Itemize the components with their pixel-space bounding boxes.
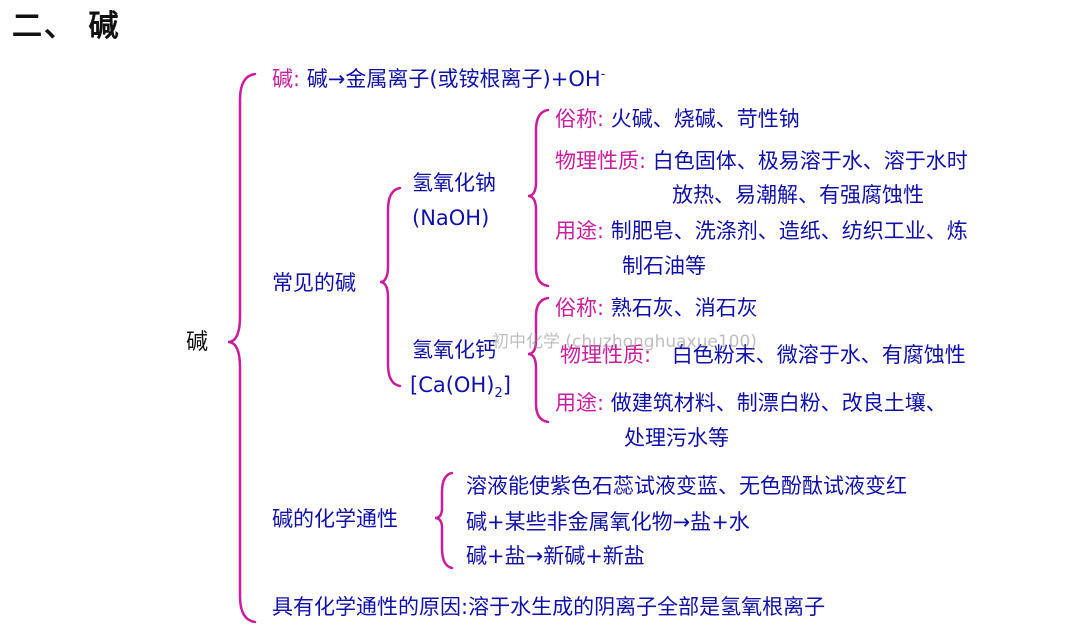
caoh2-common-name-row: 俗称: 熟石灰、消石灰	[555, 298, 758, 319]
caoh2-use-row: 用途: 做建筑材料、制漂白粉、改良土壤、	[555, 393, 947, 414]
root-label: 碱	[186, 330, 209, 355]
definition-row: 碱: 碱→金属离子(或铵根离子)+OH-	[272, 68, 605, 90]
caoh2-common-name-label: 俗称:	[555, 296, 605, 320]
naoh-physical-label: 物理性质:	[555, 149, 647, 173]
naoh-common-name: 火碱、烧碱、苛性钠	[610, 107, 800, 131]
naoh-physical-line1: 白色固体、极易溶于水、溶于水时	[652, 149, 968, 173]
naoh-physical-row: 物理性质: 白色固体、极易溶于水、溶于水时	[555, 151, 968, 172]
caoh2-name: 氢氧化钙	[412, 338, 496, 362]
chem-brace	[434, 471, 454, 570]
caoh2-formula-main: [Ca(OH)	[410, 373, 495, 397]
root-brace	[227, 72, 257, 624]
caoh2-common-name: 熟石灰、消石灰	[610, 296, 758, 320]
naoh-name: 氢氧化钠	[412, 171, 496, 195]
chem-property-item: 碱+某些非金属氧化物→盐+水	[466, 510, 750, 534]
reason-text: 具有化学通性的原因:溶于水生成的阴离子全部是氢氧根离子	[272, 595, 826, 619]
caoh2-use-line2: 处理污水等	[624, 426, 729, 450]
caoh2-use-label: 用途:	[555, 391, 605, 415]
watermark: 初中化学 (chuzhonghuaxue100)	[492, 332, 757, 352]
naoh-physical-line2: 放热、易潮解、有强腐蚀性	[672, 183, 924, 207]
caoh2-use-line1: 做建筑材料、制漂白粉、改良土壤、	[610, 391, 947, 415]
page-title: 二、 碱	[12, 9, 121, 44]
naoh-brace	[527, 108, 550, 288]
naoh-common-name-row: 俗称: 火碱、烧碱、苛性钠	[555, 109, 800, 130]
caoh2-physical-label: 物理性质:	[560, 343, 652, 367]
common-bases-label: 常见的碱	[272, 271, 356, 295]
naoh-use-label: 用途:	[555, 219, 605, 243]
naoh-use-line2: 制石油等	[622, 254, 706, 278]
caoh2-brace	[527, 296, 550, 424]
caoh2-formula-subscript: 2	[494, 386, 503, 402]
naoh-common-name-label: 俗称:	[555, 107, 605, 131]
naoh-use-line1: 制肥皂、洗涤剂、造纸、纺织工业、炼	[610, 219, 968, 243]
caoh2-formula-end: ]	[502, 373, 511, 397]
chem-properties-label: 碱的化学通性	[272, 507, 398, 531]
chem-property-item: 溶液能使紫色石蕊试液变蓝、无色酚酞试液变红	[466, 474, 907, 498]
chem-property-item: 碱+盐→新碱+新盐	[466, 544, 645, 568]
caoh2-formula: [Ca(OH)2]	[410, 373, 511, 402]
naoh-use-row: 用途: 制肥皂、洗涤剂、造纸、纺织工业、炼	[555, 221, 968, 242]
naoh-formula: (NaOH)	[412, 206, 490, 230]
definition-text: 碱→金属离子(或铵根离子)+OH	[306, 67, 601, 91]
caoh2-physical-text: 白色粉末、微溶于水、有腐蚀性	[671, 343, 966, 367]
common-brace	[379, 186, 402, 388]
caoh2-physical-row: 物理性质: 白色粉末、微溶于水、有腐蚀性	[560, 345, 966, 366]
definition-label: 碱:	[272, 67, 301, 91]
definition-superscript: -	[600, 67, 606, 82]
